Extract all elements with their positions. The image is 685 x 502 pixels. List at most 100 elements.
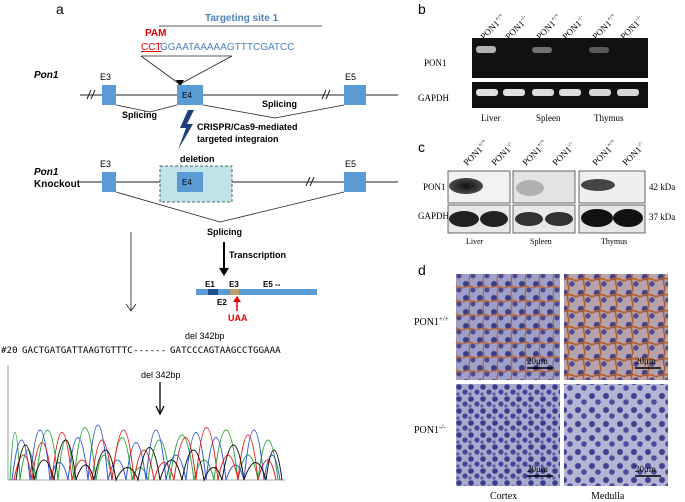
chromatogram	[7, 365, 285, 482]
mrna-e3-segment	[230, 289, 239, 295]
c-size-42: 42 kDa	[649, 182, 675, 192]
mrna-e5-label: E5 --	[263, 280, 281, 289]
c-tissue-spleen: Spleen	[530, 237, 552, 246]
c-tissue-thymus: Thymus	[601, 237, 627, 246]
arrow-to-seq-head	[125, 303, 137, 312]
scale-label-1: 20μm	[527, 356, 548, 366]
b-row-gapdh: GAPDH	[418, 93, 450, 103]
e3-label: E3	[100, 72, 111, 82]
pam-label: PAM	[145, 28, 166, 39]
b-tissue-thymus: Thymus	[594, 113, 624, 123]
d-col-cortex: Cortex	[490, 491, 517, 502]
c-lane-4: PON1-/-	[550, 140, 577, 167]
c-band-gapdh-1	[449, 211, 479, 227]
guide-line-right	[181, 55, 233, 84]
b-band-gapdh-2	[503, 89, 525, 96]
crispr-line2: targeted integraion	[197, 134, 279, 144]
b-band-gapdh-1	[476, 89, 498, 96]
chrom-trace-red	[13, 427, 277, 481]
chrom-trace-black	[15, 439, 283, 482]
c-band-gapdh-6	[613, 209, 643, 227]
b-band-pon1-5	[589, 47, 609, 53]
uaa-label: UAA	[228, 313, 248, 323]
transcription-label: Transcription	[229, 250, 286, 260]
b-band-pon1-3	[532, 47, 552, 53]
splicing-label-2: Splicing	[262, 99, 297, 109]
mrna-bar	[196, 289, 317, 295]
panel-d-label: d	[418, 262, 426, 278]
b-band-gapdh-4	[559, 89, 581, 96]
c-band-gapdh-3	[515, 212, 543, 226]
splice-line-1	[115, 104, 178, 113]
cut-site-arrowhead	[176, 80, 184, 87]
ko-break-mark-a	[305, 176, 311, 187]
d-row-pos: PON1+/+	[414, 315, 449, 328]
c-row-gapdh: GAPDH	[418, 211, 450, 221]
b-lane-4: PON1-/-	[560, 14, 587, 41]
b-lane-6: PON1-/-	[618, 14, 645, 41]
panel-c-lane-labels: PON1+/+ PON1-/- PON1+/+ PON1-/- PON1+/+ …	[461, 138, 644, 167]
b-band-gapdh-5	[589, 89, 611, 96]
del-label-top: del 342bp	[185, 331, 225, 341]
c-band-pon1-thymus	[581, 179, 615, 191]
break-mark-2a	[321, 89, 327, 100]
ko-exon-e3	[102, 172, 116, 192]
knockout-gene-label: Pon1	[34, 167, 59, 178]
seq-left: GACTGATGATTAAGTGTTTC	[22, 345, 133, 356]
scale-label-2: 20μm	[635, 356, 656, 366]
sample-id: #20	[1, 345, 18, 356]
seq-right: GATCCCAGTAAGCCTGGAAA	[170, 345, 281, 356]
b-tissue-liver: Liver	[481, 113, 501, 123]
b-lane-1: PON1+/+	[478, 12, 507, 41]
panel-b-label: b	[418, 1, 426, 17]
del-label-chrom: del 342bp	[141, 370, 181, 380]
c-size-37: 37 kDa	[649, 212, 675, 222]
c-lane-3: PON1+/+	[520, 138, 549, 167]
b-lane-2: PON1-/-	[503, 14, 530, 41]
ko-e4-label: E4	[182, 178, 192, 187]
ko-splicing-label: Splicing	[207, 227, 242, 237]
ko-splice-line	[115, 191, 345, 223]
gene-label-pon1: Pon1	[34, 70, 59, 81]
b-band-gapdh-6	[617, 89, 639, 96]
transcription-arrowhead	[219, 268, 229, 276]
mrna-e3-label: E3	[229, 280, 239, 289]
c-bands	[449, 178, 643, 227]
exon-e4	[177, 85, 203, 105]
seq-dash: ------	[133, 345, 166, 356]
b-tissue-spleen: Spleen	[536, 113, 561, 123]
chrom-trace-green	[9, 427, 279, 481]
c-lane-1: PON1+/+	[461, 138, 490, 167]
break-mark-2b	[325, 89, 331, 100]
c-lane-5: PON1+/+	[590, 138, 619, 167]
crispr-line1: CRISPR/Cas9-mediated	[197, 122, 298, 132]
c-band-gapdh-2	[480, 211, 508, 227]
c-band-pon1-liver	[449, 178, 483, 194]
ko-break-mark-b	[309, 176, 315, 187]
b-band-pon1-1	[476, 46, 496, 53]
exon-e5	[344, 85, 366, 105]
d-col-medulla: Medulla	[591, 491, 625, 502]
ihc-pos-medulla	[564, 274, 668, 380]
deletion-label: deletion	[180, 154, 215, 164]
ko-exon-e4	[177, 172, 203, 192]
exon-e3	[102, 85, 116, 105]
break-mark-1b	[90, 89, 96, 100]
scale-label-3: 20μm	[527, 464, 548, 474]
crispr-bolt-icon	[178, 110, 194, 150]
e4-label: E4	[182, 91, 192, 100]
splicing-label-1: Splicing	[122, 110, 157, 120]
b-row-pon1: PON1	[424, 58, 447, 68]
c-band-gapdh-4	[545, 212, 573, 226]
scale-bars: 20μm 20μm 20μm 20μm	[527, 356, 661, 477]
panel-a-label: a	[56, 1, 64, 17]
target-sequence: GGAATAAAAAGTTTCGATCC	[160, 42, 294, 53]
mrna-e2-label: E2	[217, 298, 227, 307]
c-band-gapdh-5	[581, 209, 613, 227]
c-band-pon1-spleen	[516, 180, 544, 196]
ihc-pos-cortex	[456, 274, 560, 380]
c-row-pon1: PON1	[423, 182, 446, 192]
knockout-word: Knockout	[34, 179, 81, 190]
b-lane-3: PON1+/+	[534, 12, 563, 41]
